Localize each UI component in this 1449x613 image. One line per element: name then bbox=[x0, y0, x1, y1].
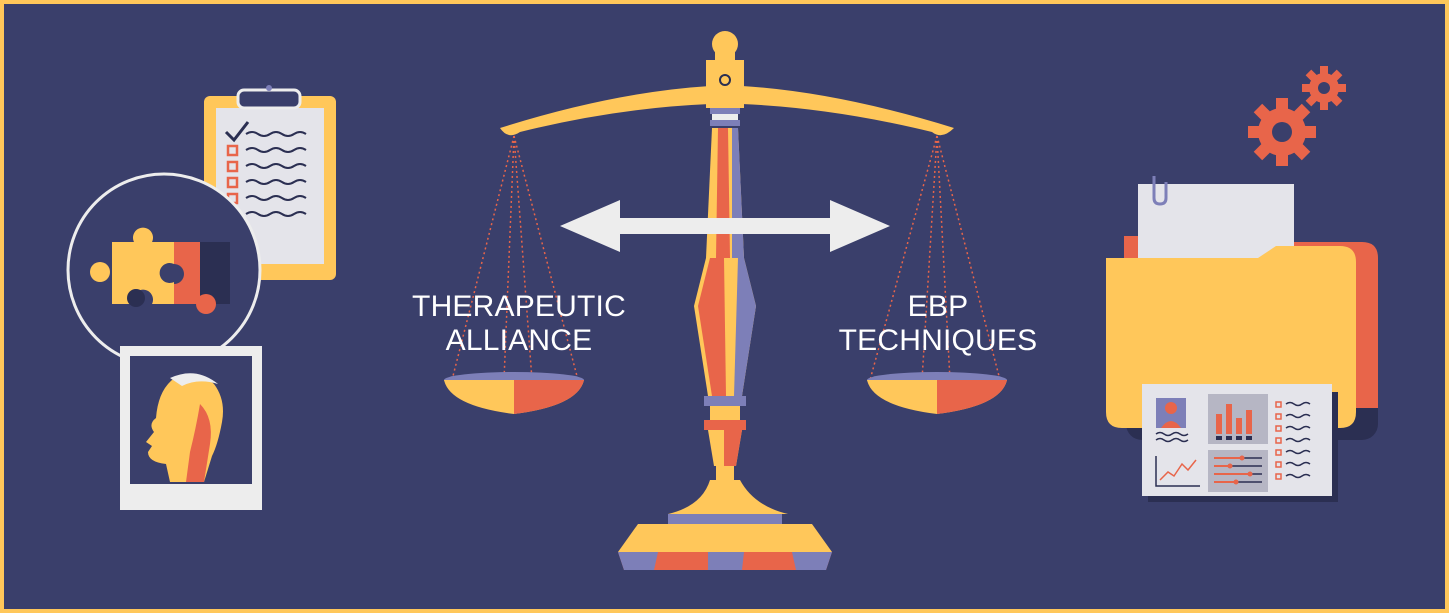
label-left-line-1: THERAPEUTIC bbox=[399, 290, 639, 324]
therapeutic-alliance-label: THERAPEUTIC ALLIANCE bbox=[399, 290, 639, 358]
profile-portrait-icon bbox=[120, 346, 262, 510]
label-left-line-2: ALLIANCE bbox=[399, 324, 639, 358]
gears-icon bbox=[1248, 66, 1346, 166]
label-right-line-1: EBP bbox=[826, 290, 1050, 324]
report-document-icon bbox=[1142, 384, 1338, 502]
illustration bbox=[4, 4, 1445, 609]
ebp-techniques-label: EBP TECHNIQUES bbox=[826, 290, 1050, 358]
label-right-line-2: TECHNIQUES bbox=[826, 324, 1050, 358]
puzzle-faces-icon bbox=[68, 174, 260, 366]
